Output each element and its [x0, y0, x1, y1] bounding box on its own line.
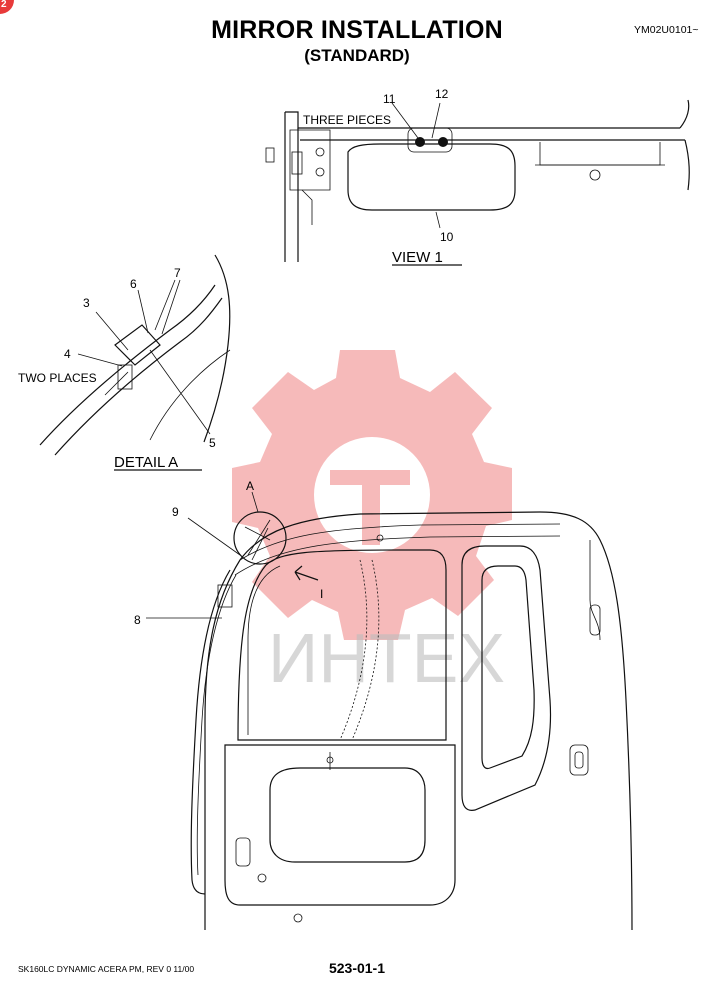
page-subtitle: (STANDARD): [304, 46, 410, 65]
callout-12: 12: [435, 87, 449, 101]
detail-a-drawing: [39, 254, 231, 471]
callout-5: 5: [209, 436, 216, 450]
callout-9: 9: [172, 505, 179, 519]
three-pieces-label: THREE PIECES: [303, 113, 391, 127]
callout-8: 8: [134, 613, 141, 627]
view-1-marker: I: [320, 587, 323, 601]
page-title: MIRROR INSTALLATION: [211, 16, 503, 44]
callout-11: 11: [383, 92, 396, 106]
callout-3: 3: [83, 296, 90, 310]
detail-a-caption: DETAIL A: [114, 454, 178, 471]
callout-6: 6: [130, 277, 137, 291]
two-places-label: TWO PLACES: [18, 371, 97, 385]
callout-4: 4: [64, 347, 71, 361]
view-1-caption: VIEW 1: [392, 249, 443, 266]
footer-model-rev: SK160LC DYNAMIC ACERA PM, REV 0 11/00: [18, 964, 195, 974]
document-code: YM02U0101~: [634, 24, 699, 36]
footer-page-number: 523-01-1: [328, 960, 386, 976]
detail-a-marker: A: [246, 479, 254, 493]
view-1-drawing: [265, 99, 690, 266]
cab-drawing: [146, 491, 633, 931]
watermark-gear-icon: [232, 350, 512, 640]
callout-7: 7: [174, 266, 181, 280]
callout-10: 10: [440, 230, 454, 244]
watermark-text: ИНТЕХ: [268, 619, 505, 697]
